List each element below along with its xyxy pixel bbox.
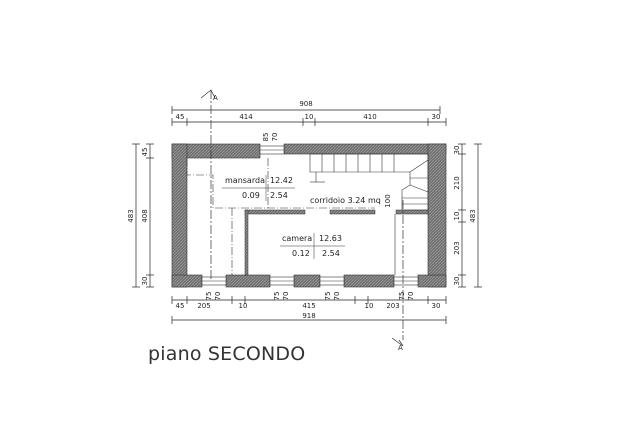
- room-name: camera: [282, 234, 312, 243]
- room-name: mansarda: [225, 176, 265, 185]
- partition-walls: [244, 209, 429, 276]
- top-dim-5: 30: [432, 113, 441, 121]
- room-ratio: 0.12: [292, 249, 310, 258]
- bottom-window-4-dim-a: 75: [398, 292, 406, 301]
- section-marker-top: A: [213, 94, 218, 102]
- right-overall-dim: 483: [469, 209, 477, 222]
- top-dim-1: 45: [176, 113, 185, 121]
- bottom-dimension-chain: [171, 296, 447, 324]
- bottom-window-1-dim-b: 70: [214, 292, 222, 301]
- bottom-dim-6: 203: [386, 302, 399, 310]
- right-dim-5: 30: [453, 277, 461, 286]
- bottom-window-2-dim-b: 70: [282, 292, 290, 301]
- bottom-dim-3: 10: [239, 302, 248, 310]
- section-line: [200, 89, 404, 347]
- left-overall-dim: 483: [127, 209, 135, 222]
- top-overall-dim: 908: [299, 100, 312, 108]
- left-dimension-chain: [132, 143, 154, 288]
- bottom-dim-2: 205: [197, 302, 210, 310]
- room-camera: camera 12.63 0.12 2.54: [280, 233, 345, 259]
- bottom-dim-7: 30: [432, 302, 441, 310]
- stair-width-dim: 100: [384, 194, 392, 207]
- bottom-window-4-dim-b: 70: [407, 292, 415, 301]
- right-dim-2: 210: [453, 176, 461, 189]
- room-height: 2.54: [322, 249, 340, 258]
- staircase: [309, 153, 429, 211]
- walls: [171, 143, 447, 288]
- top-window-dim-1: 85: [262, 133, 270, 142]
- room-mansarda: mansarda 12.42 0.09 2.54: [222, 175, 295, 201]
- bottom-window-3-dim-a: 75: [324, 292, 332, 301]
- left-dim-2: 408: [141, 209, 149, 222]
- left-dim-3: 30: [141, 277, 149, 286]
- top-dim-2: 414: [239, 113, 253, 121]
- top-dim-4: 410: [363, 113, 376, 121]
- section-marker-bottom: A: [398, 344, 403, 352]
- top-dimension-chain: [171, 106, 447, 126]
- corridor-label: corridoio 3.24 mq: [310, 196, 381, 205]
- bottom-dim-1: 45: [176, 302, 185, 310]
- windows: [201, 145, 419, 286]
- right-dimension-chain: [458, 143, 482, 288]
- bottom-window-1-dim-a: 75: [205, 292, 213, 301]
- bottom-overall-dim: 918: [302, 312, 315, 320]
- room-area: 12.42: [270, 176, 293, 185]
- floor-title: piano SECONDO: [148, 343, 306, 365]
- right-dim-3: 10: [453, 212, 461, 221]
- bottom-window-2-dim-a: 75: [273, 292, 281, 301]
- left-dim-1: 45: [141, 148, 149, 157]
- top-dim-3: 10: [305, 113, 314, 121]
- bottom-dim-4: 415: [302, 302, 315, 310]
- right-dim-1: 30: [453, 146, 461, 155]
- room-area: 12.63: [319, 234, 342, 243]
- bottom-dim-5: 10: [365, 302, 374, 310]
- top-window-dim-2: 70: [271, 133, 279, 142]
- room-ratio: 0.09: [242, 191, 260, 200]
- bottom-window-3-dim-b: 70: [333, 292, 341, 301]
- right-dim-4: 203: [453, 241, 461, 254]
- room-boundaries: [186, 158, 375, 275]
- room-height: 2.54: [270, 191, 288, 200]
